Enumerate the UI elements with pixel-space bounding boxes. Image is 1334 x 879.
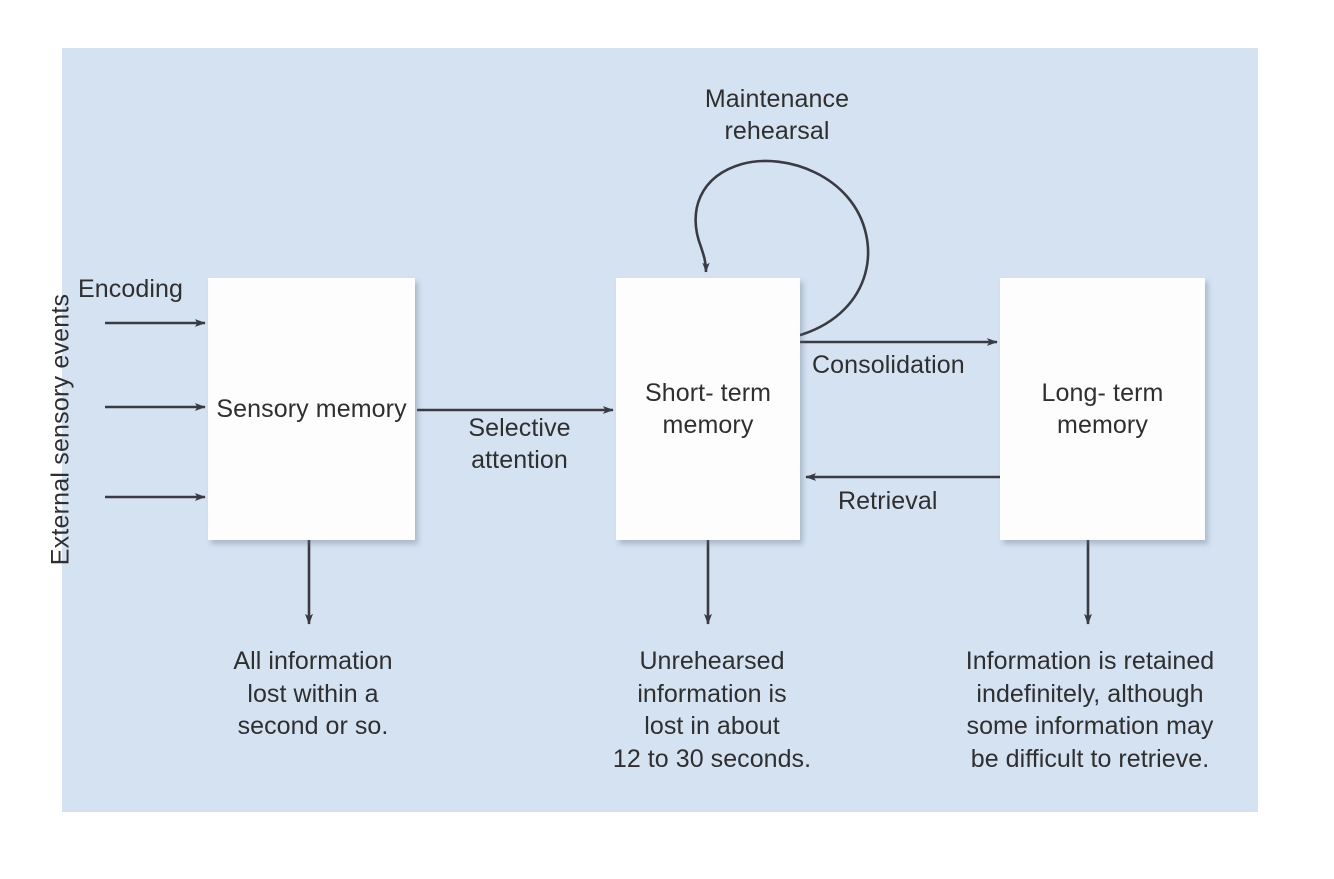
long-term-memory-outcome-text: Information is retained indefinitely, al… <box>965 647 1215 773</box>
external-sensory-events-label: External sensory events <box>46 293 75 566</box>
consolidation-label: Consolidation <box>812 351 965 379</box>
selective-attention-label: Selective attention <box>468 414 571 474</box>
sensory-memory-outcome-text: All information lost within a second or … <box>233 647 393 740</box>
short-term-memory-box-label: Short- term memory <box>644 379 772 439</box>
short-term-memory-box: Short- term memory <box>616 278 800 540</box>
sensory-memory-box-label: Sensory memory <box>216 395 407 423</box>
sensory-memory-box: Sensory memory <box>208 278 415 540</box>
long-term-memory-box-label: Long- term memory <box>1041 379 1164 439</box>
long-term-memory-box: Long- term memory <box>1000 278 1205 540</box>
maintenance-rehearsal-label: Maintenance rehearsal <box>704 85 850 145</box>
short-term-memory-outcome-text: Unrehearsed information is lost in about… <box>612 647 812 773</box>
retrieval-label: Retrieval <box>838 487 938 515</box>
encoding-label: Encoding <box>78 275 184 303</box>
